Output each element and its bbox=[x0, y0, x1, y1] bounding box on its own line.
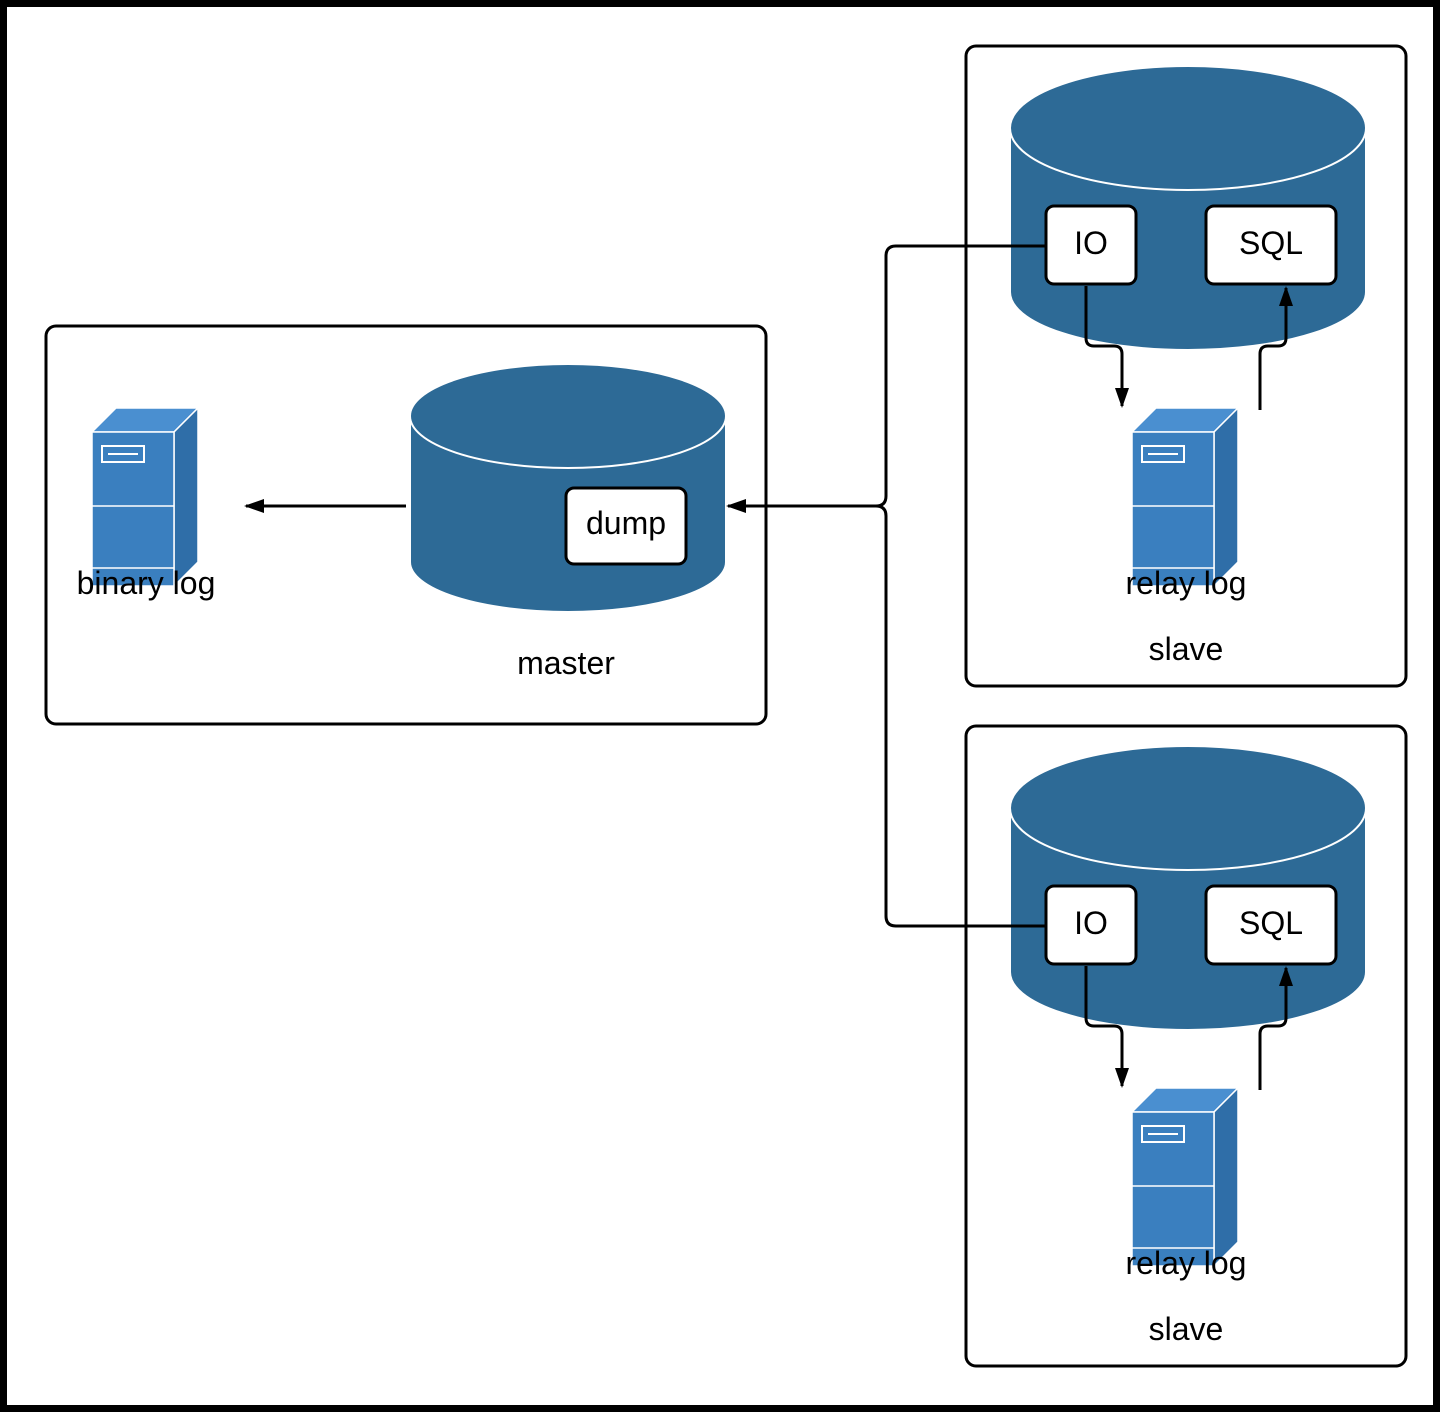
binary-log-server-icon bbox=[91, 407, 199, 587]
slave-1-relay-log-to-sql-arrow bbox=[1258, 286, 1293, 410]
slave-1-io-to-relay-log-arrow bbox=[1084, 286, 1129, 408]
slave-1-relay-log-server-icon bbox=[1131, 407, 1239, 587]
slave-2-relay-log-to-sql-arrow bbox=[1258, 966, 1293, 1090]
slave-2-io-label: IO bbox=[1074, 905, 1108, 941]
slave-2-io-to-dump-connector bbox=[875, 504, 1046, 928]
slave-1-label: slave bbox=[1149, 631, 1224, 667]
slave-1-sql-label: SQL bbox=[1239, 225, 1303, 261]
slave-1-io-label: IO bbox=[1074, 225, 1108, 261]
slave-2-relay-log-server-icon bbox=[1131, 1087, 1239, 1267]
slave-group-1: IO SQL relay log slave bbox=[964, 44, 1408, 688]
dump-label: dump bbox=[586, 505, 666, 541]
slave-frame-2 bbox=[964, 724, 1408, 1368]
dump-process-box[interactable] bbox=[564, 486, 688, 566]
slave-2-database-icon bbox=[1009, 745, 1367, 1031]
slave-group-2: IO SQL relay log slave bbox=[964, 724, 1408, 1368]
slave-1-database-icon bbox=[1009, 65, 1367, 351]
slave-1-sql-thread-box[interactable] bbox=[1204, 204, 1338, 286]
binary-log-label: binary log bbox=[77, 565, 216, 601]
slave-2-relay-log-label: relay log bbox=[1126, 1245, 1247, 1281]
slave-2-io-to-relay-log-arrow bbox=[1084, 966, 1129, 1088]
slave-frame-1 bbox=[964, 44, 1408, 688]
master-label: master bbox=[517, 645, 615, 681]
master-frame bbox=[44, 324, 768, 726]
slave-1-relay-log-label: relay log bbox=[1126, 565, 1247, 601]
slave-2-label: slave bbox=[1149, 1311, 1224, 1347]
slave-2-sql-thread-box[interactable] bbox=[1204, 884, 1338, 966]
master-group: dump binary log master bbox=[44, 324, 768, 726]
slave-2-sql-label: SQL bbox=[1239, 905, 1303, 941]
